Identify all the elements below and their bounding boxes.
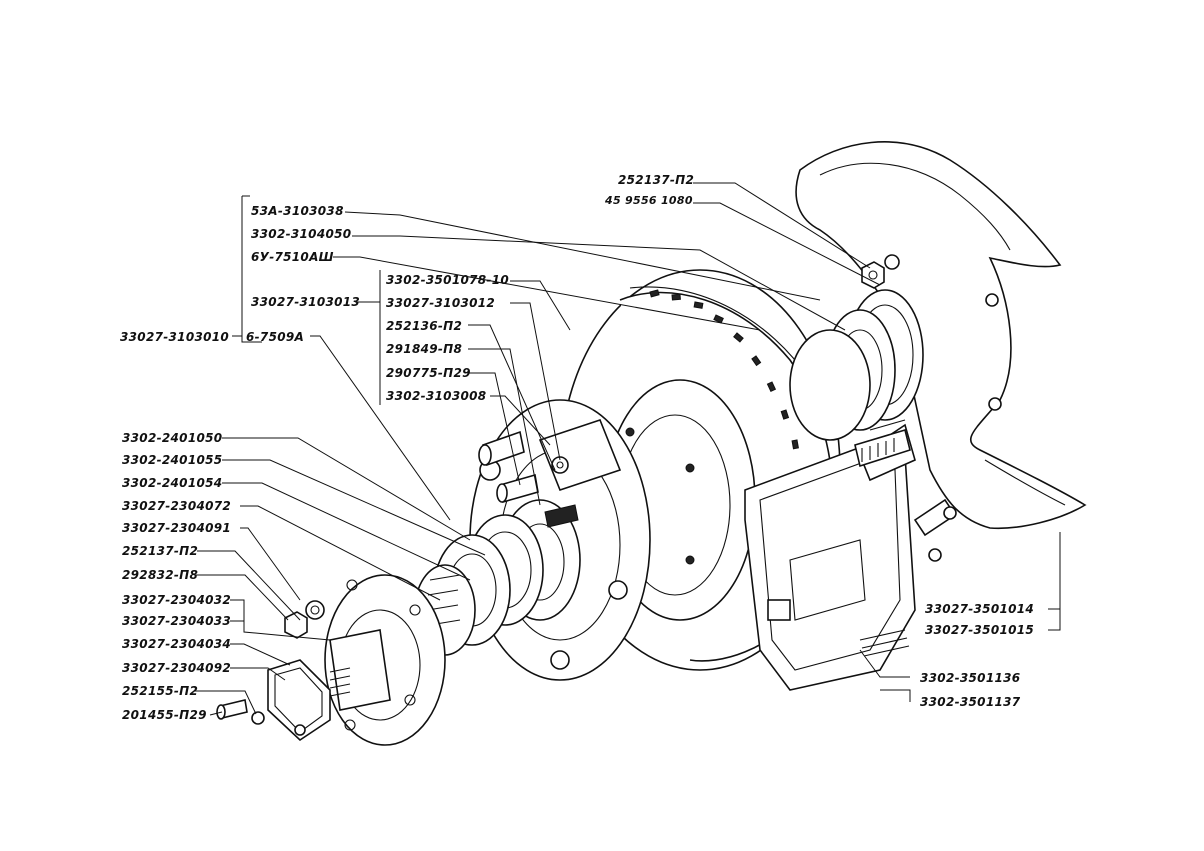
- label-3302-2401054: 3302-2401054: [122, 476, 223, 490]
- label-33027-2304032: 33027-2304032: [122, 593, 232, 607]
- wheel-studs: [478, 430, 579, 528]
- label-3302-3501136: 3302-3501136: [920, 671, 1021, 685]
- label-291849-p8: 291849-П8: [386, 342, 463, 356]
- leader-lines: [195, 182, 1061, 716]
- label-3302-3501078-10: 3302-3501078-10: [386, 273, 510, 287]
- label-33027-3501014: 33027-3501014: [925, 602, 1035, 616]
- label-33027-3103013: 33027-3103013: [251, 295, 361, 309]
- inner-bearing: [414, 514, 544, 656]
- hub-cap-plate: [251, 659, 331, 742]
- brake-shield: [795, 141, 1087, 562]
- label-6-7509a: 6-7509А: [246, 330, 305, 344]
- label-201455-p29: 201455-П29: [122, 708, 207, 722]
- label-33027-2304091: 33027-2304091: [122, 521, 232, 535]
- label-3302-3104050: 3302-3104050: [251, 227, 352, 241]
- label-6u-7510ash: 6У-7510АШ: [251, 250, 334, 264]
- disc-vent-slots: [649, 289, 799, 450]
- top-nut: [861, 261, 885, 289]
- label-252136-p2: 252136-П2: [386, 319, 463, 333]
- label-33027-2304092: 33027-2304092: [122, 661, 232, 675]
- brake-caliper: [744, 419, 957, 691]
- label-33027-3501015: 33027-3501015: [925, 623, 1035, 637]
- label-33027-3103010: 33027-3103010: [120, 330, 230, 344]
- label-33027-2304034: 33027-2304034: [122, 637, 232, 651]
- label-3302-2401055: 3302-2401055: [122, 453, 223, 467]
- label-252155-p2: 252155-П2: [122, 684, 199, 698]
- small-washer-nut: [551, 456, 569, 474]
- small-bolt: [216, 699, 248, 720]
- label-252137-p2-left: 252137-П2: [122, 544, 199, 558]
- label-3302-2401050: 3302-2401050: [122, 431, 223, 445]
- flange-nut-washer: [284, 600, 325, 639]
- label-292832-p8: 292832-П8: [122, 568, 199, 582]
- label-45-9556-1080: 45 9556 1080: [605, 194, 693, 207]
- label-33027-3103012: 33027-3103012: [386, 296, 496, 310]
- label-3302-3501137: 3302-3501137: [920, 695, 1021, 709]
- seal-rings: [789, 289, 924, 468]
- label-33027-2304033: 33027-2304033: [122, 614, 232, 628]
- label-290775-p29: 290775-П29: [386, 366, 471, 380]
- label-33027-2304072: 33027-2304072: [122, 499, 232, 513]
- label-252137-p2-top: 252137-П2: [618, 173, 695, 187]
- label-3302-3103008: 3302-3103008: [386, 389, 487, 403]
- drive-flange: [324, 574, 446, 746]
- label-53a-3103038: 53А-3103038: [251, 204, 344, 218]
